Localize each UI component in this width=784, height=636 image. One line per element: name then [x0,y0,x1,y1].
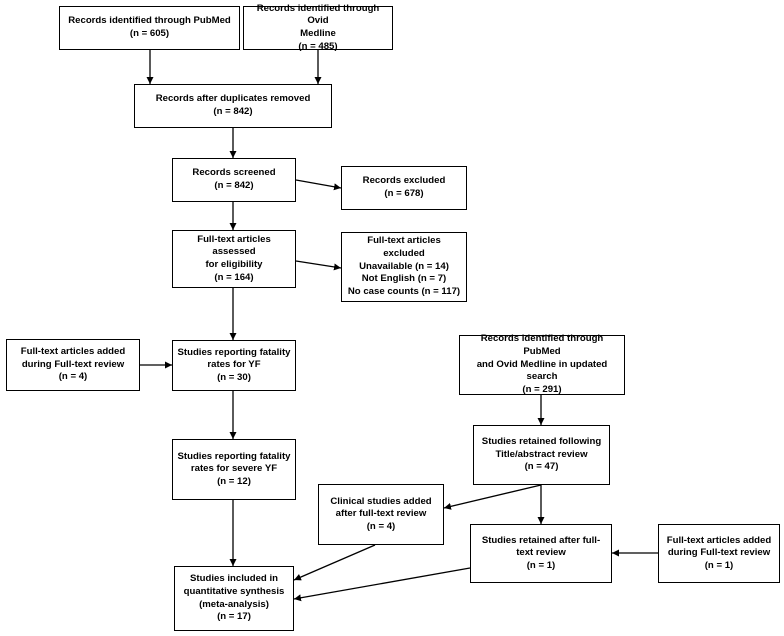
arrow-screened-to-excluded [295,179,342,191]
box-fulltext-added-during-review: Full-text articles added during Full-tex… [6,339,140,391]
box-after-duplicates-removed: Records after duplicates removed (n = 84… [134,84,332,128]
box-studies-included: Studies included in quantitative synthes… [174,566,294,631]
box-fulltext-added-during-review-2: Full-text articles added during Full-tex… [658,524,780,583]
arrow-retained-fulltext-to-included [293,567,471,602]
box-records-screened: Records screened (n = 842) [172,158,296,202]
box-fulltext-excluded: Full-text articles excluded Unavailable … [341,232,467,302]
box-fulltext-assessed: Full-text articles assessed for eligibil… [172,230,296,288]
box-fatality-rates-yf: Studies reporting fatality rates for YF … [172,340,296,391]
box-retained-after-fulltext: Studies retained after full- text review… [470,524,612,583]
arrow-retained-title-to-clinical-added [443,484,542,510]
box-retained-title-abstract: Studies retained following Title/abstrac… [473,425,610,485]
arrow-assessed-to-fulltext-excluded [295,260,342,271]
box-records-excluded: Records excluded (n = 678) [341,166,467,210]
box-fatality-rates-severe-yf: Studies reporting fatality rates for sev… [172,439,296,500]
box-ovid-medline-records: Records identified through Ovid Medline … [243,3,393,52]
box-pubmed-records: Records identified through PubMed (n = 6… [59,6,240,50]
box-clinical-studies-added: Clinical studies added after full-text r… [318,484,444,545]
box-updated-search-records: Records identified through PubMed and Ov… [459,333,625,395]
arrow-clinical-added-to-included [293,544,376,581]
